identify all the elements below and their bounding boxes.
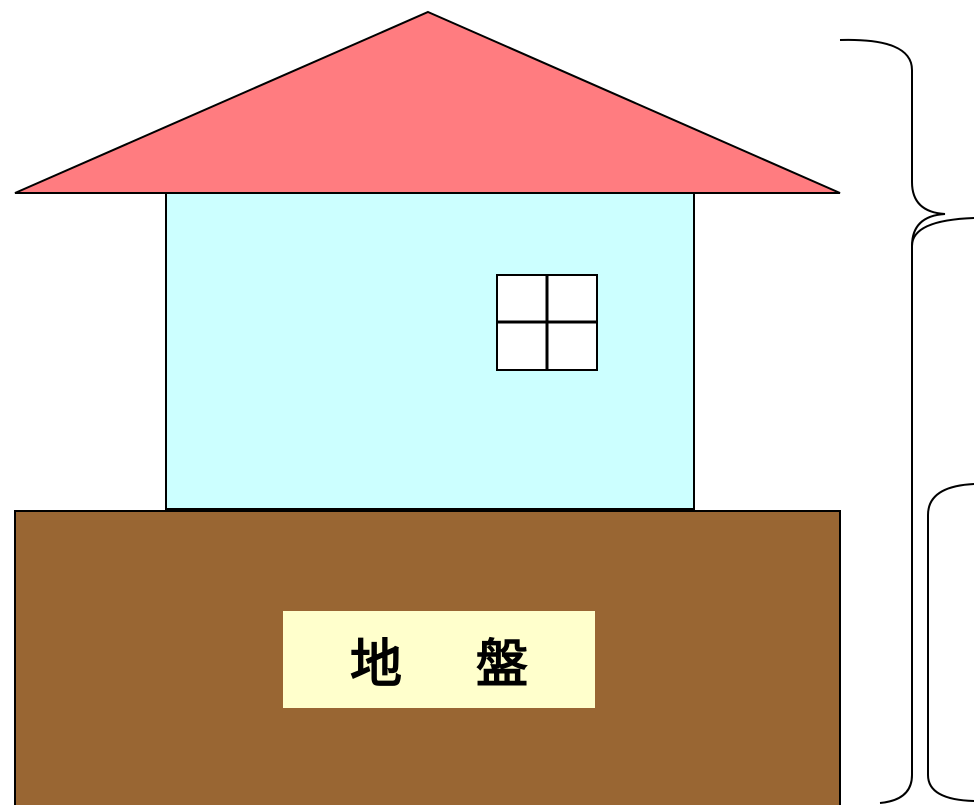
ground-label-box [283, 611, 595, 708]
ground-brace [927, 483, 974, 802]
house-wall [165, 191, 695, 510]
window [496, 274, 598, 371]
house-roof [14, 10, 841, 194]
lower-brace [879, 217, 974, 804]
upper-brace [839, 38, 946, 247]
